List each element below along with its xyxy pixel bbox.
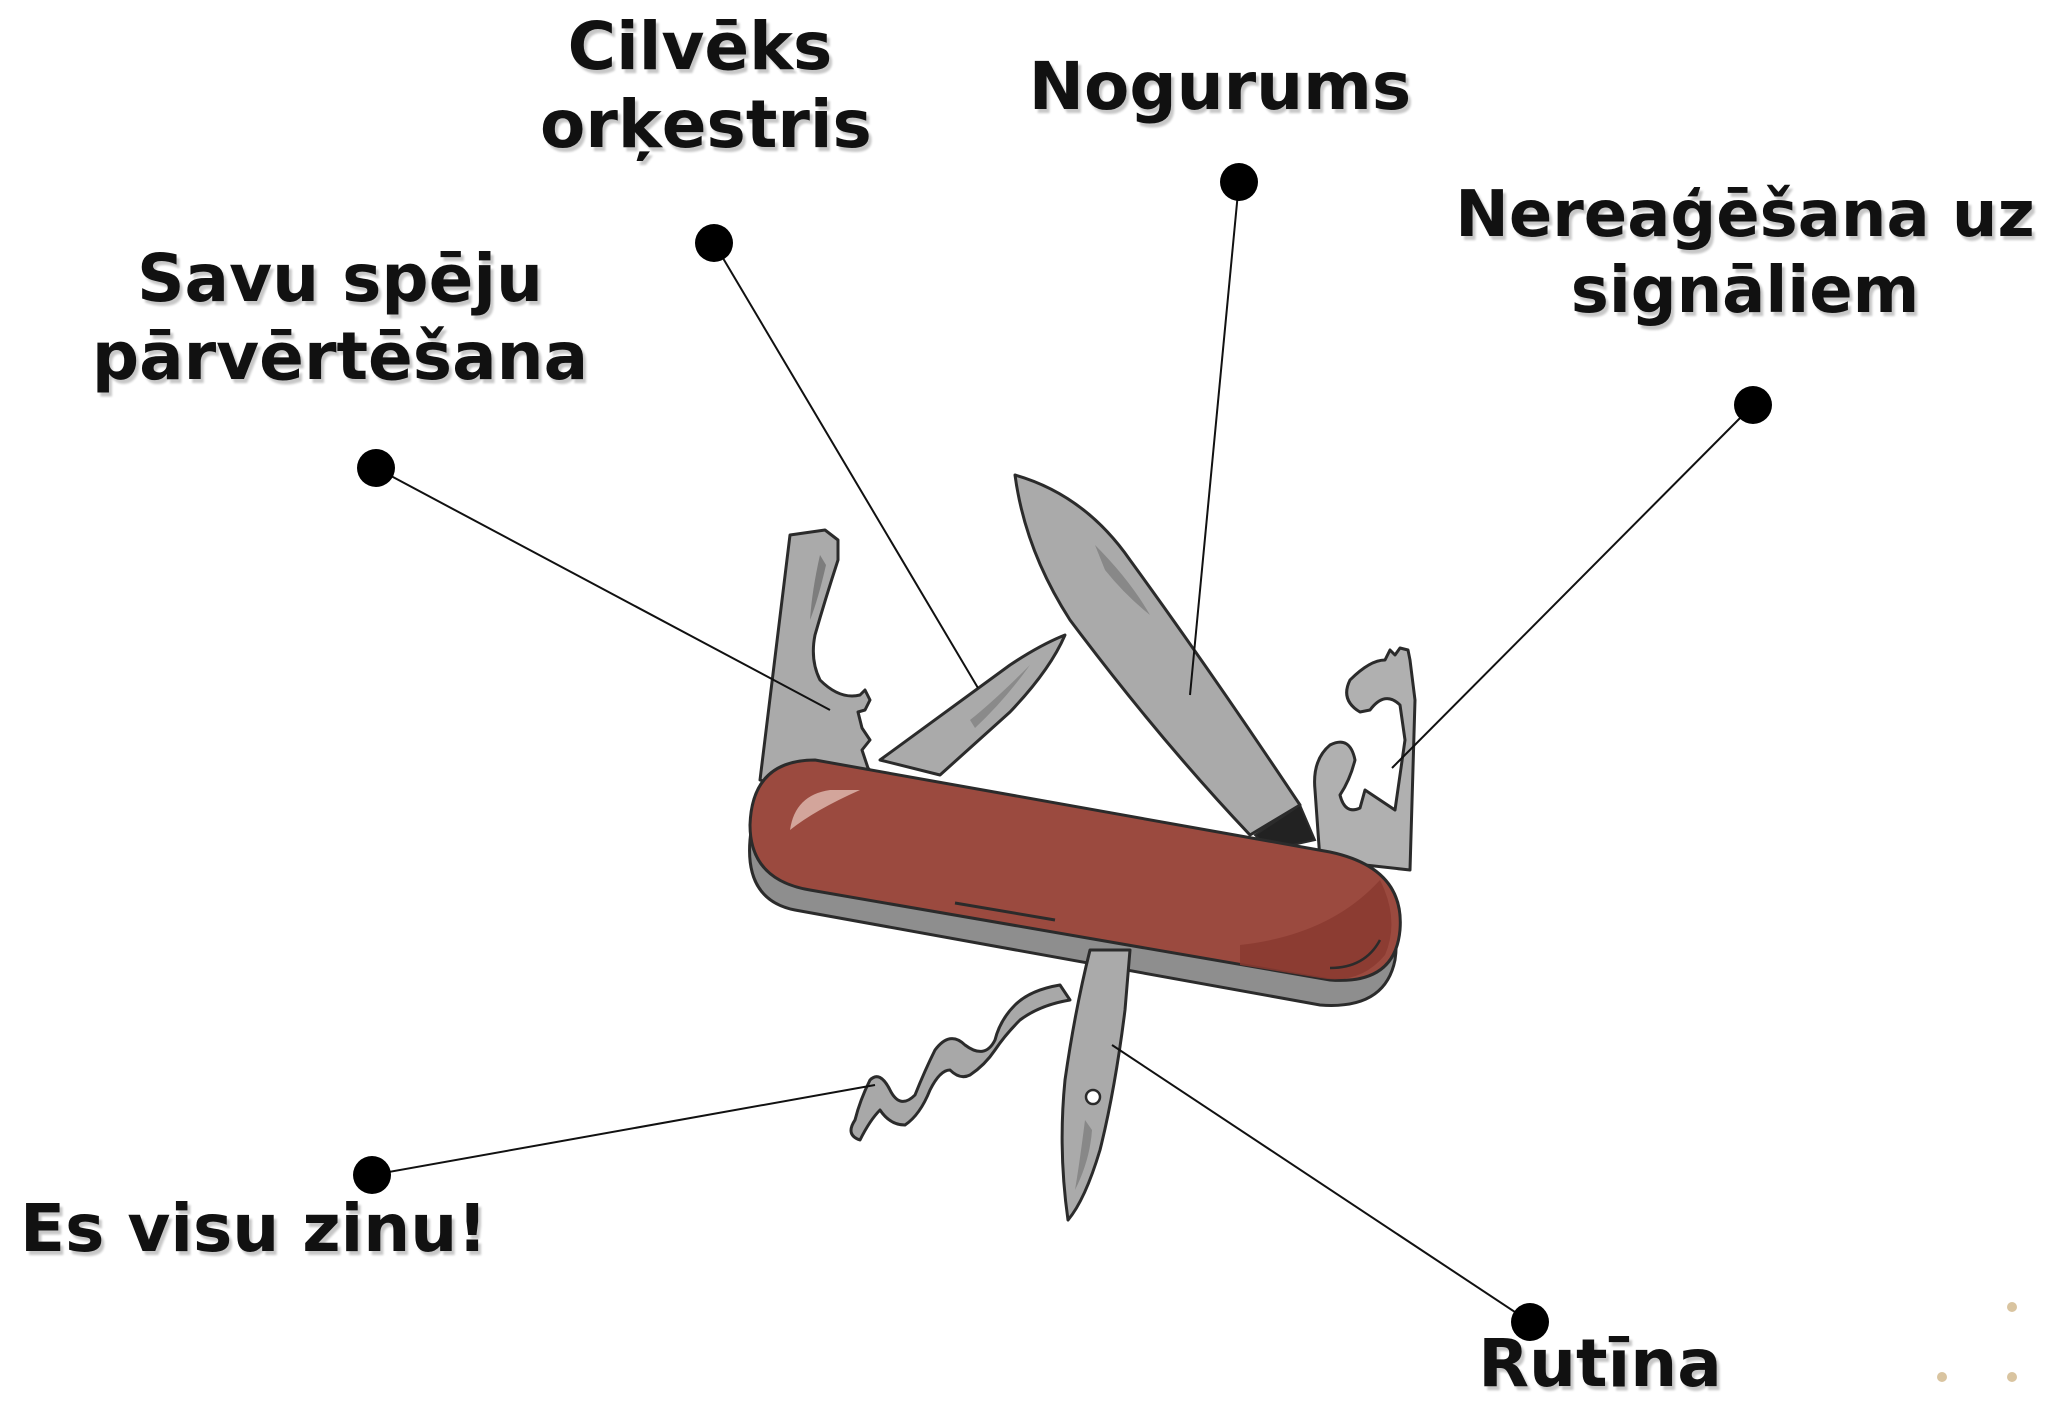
connector-nereageshana: [1392, 405, 1753, 768]
reamer-tool: [1062, 950, 1130, 1220]
small-blade: [880, 635, 1065, 775]
label-line: Es visu zinu!: [20, 1190, 487, 1268]
anchor-dot-es-visu-zinu: [353, 1156, 391, 1194]
connector-cilveks: [714, 243, 978, 688]
connector-rutina: [1112, 1045, 1530, 1322]
reamer-hole: [1086, 1090, 1100, 1104]
dot-grid-decoration: [1937, 1302, 2017, 1382]
label-line: Rutīna: [1470, 1325, 1730, 1403]
label-line: orķestris: [540, 86, 860, 164]
label-line: signāliem: [1435, 254, 2055, 330]
label-line: Cilvēks: [540, 8, 860, 86]
anchor-dot-nereageshana: [1734, 386, 1772, 424]
label-line: Nereaģēšana uz: [1435, 178, 2055, 254]
anchor-dot-savu-speju: [357, 449, 395, 487]
label-es-visu-zinu: Es visu zinu!: [20, 1190, 487, 1268]
connector-nogurums: [1190, 182, 1239, 695]
large-blade: [1015, 475, 1300, 835]
label-cilveks-orkestris: Cilvēks orķestris: [540, 8, 860, 164]
anchor-dot-cilveks: [695, 224, 733, 262]
connector-es-visu-zinu: [372, 1085, 875, 1175]
label-line: pārvērtēšana: [60, 318, 620, 396]
anchor-dot-nogurums: [1220, 163, 1258, 201]
label-nogurums: Nogurums: [1010, 48, 1430, 126]
corkscrew-tool: [851, 985, 1070, 1140]
connector-savu-speju: [376, 468, 830, 710]
label-nereageshana: Nereaģēšana uz signāliem: [1435, 178, 2055, 329]
label-savu-speju: Savu spēju pārvērtēšana: [60, 240, 620, 396]
label-rutina: Rutīna: [1470, 1325, 1730, 1403]
label-line: Nogurums: [1010, 48, 1430, 126]
label-line: Savu spēju: [60, 240, 620, 318]
